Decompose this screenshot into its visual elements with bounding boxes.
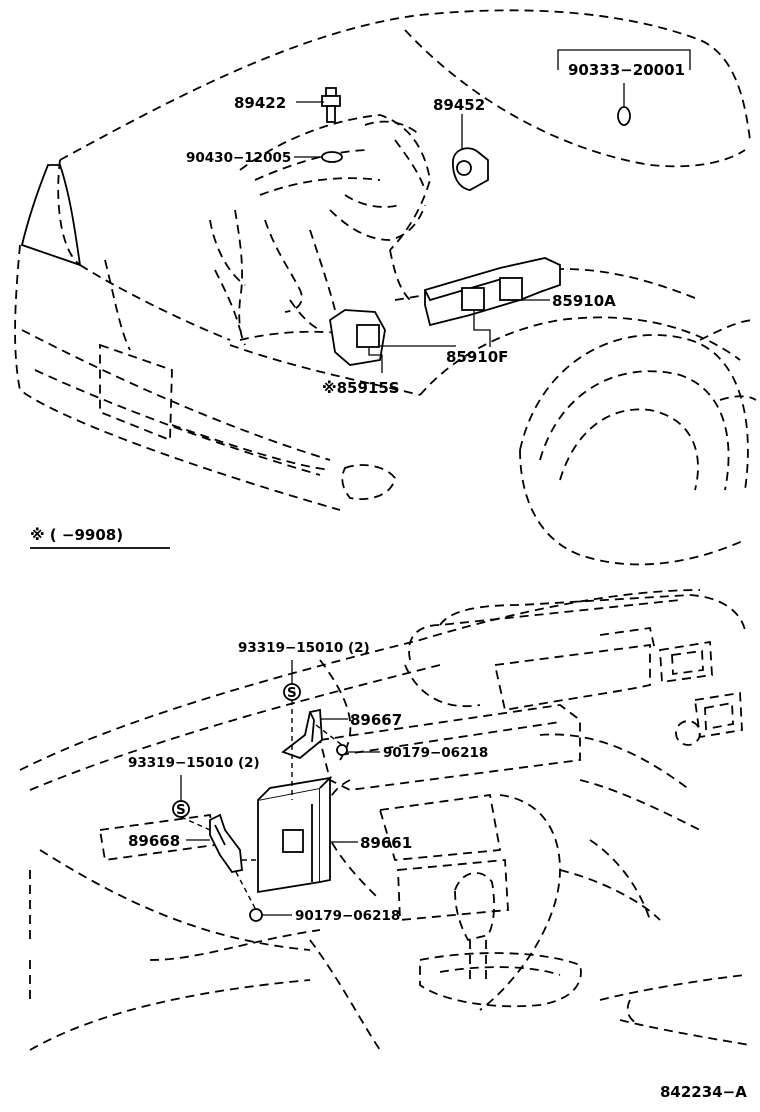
part-label-90333: 90333−20001 — [568, 61, 685, 79]
part-label-93319-lower: 93319−15010 (2) — [128, 755, 260, 771]
screw-symbol-a: S — [287, 685, 297, 701]
ecu-89661-part — [257, 775, 333, 894]
dashboard-outline — [19, 589, 751, 1051]
part-label-89668: 89668 — [128, 832, 180, 850]
car-front-outline — [14, 9, 757, 566]
footnote-text: ※ ( −9908) — [30, 526, 123, 544]
screw-symbol-b: S — [176, 802, 186, 818]
relay-85910f-part — [461, 287, 485, 311]
sensor-89452-part — [452, 147, 489, 191]
relay-85915s-part — [329, 309, 386, 366]
part-label-89452: 89452 — [433, 96, 485, 114]
part-label-85910a: 85910A — [552, 292, 616, 310]
diagram-id: 842234−A — [660, 1083, 747, 1101]
part-label-85910f: 85910F — [446, 348, 508, 366]
relay-box-part — [424, 257, 561, 327]
assembly-lines — [180, 700, 343, 911]
leader-lines-bottom — [180, 660, 380, 916]
part-label-90430: 90430−12005 — [186, 150, 291, 166]
part-label-89422: 89422 — [234, 94, 286, 112]
part-label-89661: 89661 — [360, 834, 412, 852]
sensor-89422-part — [321, 87, 341, 123]
part-label-85915s: ※85915S — [322, 379, 400, 397]
oring-90333-part — [617, 106, 631, 126]
bracket-89668-part — [209, 813, 263, 922]
relay-85910a-part — [499, 277, 523, 301]
bracket-89667-part — [281, 708, 348, 760]
leader-lines-top — [294, 49, 691, 373]
part-label-89667: 89667 — [350, 711, 402, 729]
part-label-93319-upper: 93319−15010 (2) — [238, 640, 370, 656]
part-label-90179-lower: 90179−06218 — [295, 908, 400, 924]
gasket-90430-part — [321, 151, 343, 163]
part-label-90179-upper: 90179−06218 — [383, 745, 488, 761]
